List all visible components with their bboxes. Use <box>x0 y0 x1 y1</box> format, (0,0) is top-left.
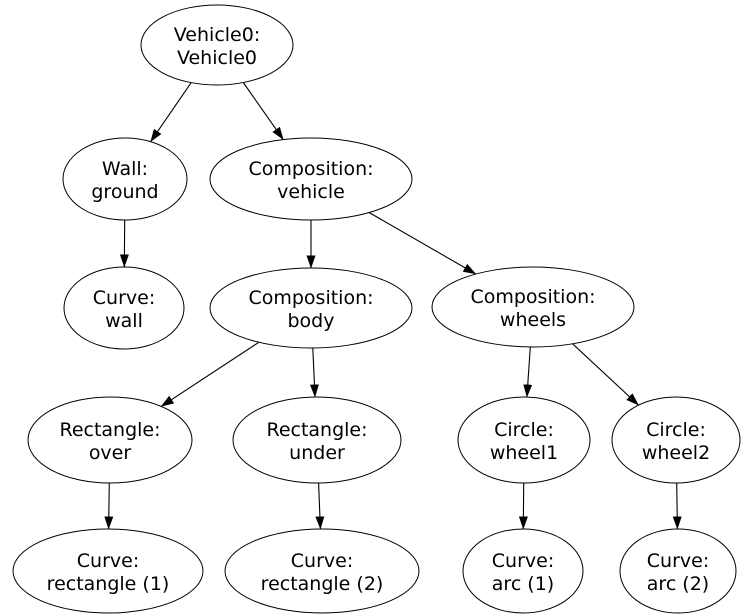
node-ellipse-wall_ground <box>62 137 188 221</box>
node-label-rect_under-line1: Rectangle: <box>266 419 367 441</box>
node-label-comp_body-line1: Composition: <box>248 287 373 309</box>
node-rect_over: Rectangle:over <box>27 396 193 484</box>
nodes-layer: Vehicle0:Vehicle0Wall:groundComposition:… <box>12 4 741 614</box>
node-label-curve_rect2-line1: Curve: <box>291 550 353 572</box>
node-label-curve_wall-line1: Curve: <box>93 287 155 309</box>
node-ellipse-rect_under <box>232 396 402 484</box>
edge-vehicle0-to-wall_ground <box>150 82 192 143</box>
node-ellipse-curve_rect1 <box>12 528 204 614</box>
node-ellipse-comp_wheels <box>431 266 635 348</box>
node-label-comp_body-line2: body <box>288 310 335 332</box>
node-ellipse-circle_wheel1 <box>457 396 591 484</box>
edge-rect_over-to-curve_rect1 <box>104 482 114 530</box>
node-label-circle_wheel1-line2: wheel1 <box>490 442 558 464</box>
node-vehicle0: Vehicle0:Vehicle0 <box>140 4 294 86</box>
node-ellipse-curve_arc2 <box>619 528 737 614</box>
node-label-comp_vehicle-line1: Composition: <box>248 158 373 180</box>
edge-rect_under-to-curve_rect2 <box>315 482 325 530</box>
node-curve_wall: Curve:wall <box>63 266 185 350</box>
edges-layer <box>104 82 682 530</box>
node-label-comp_vehicle-line2: vehicle <box>277 181 345 203</box>
edge-circle_wheel2-to-curve_arc2 <box>672 482 682 530</box>
node-comp_vehicle: Composition:vehicle <box>209 137 413 221</box>
edge-comp_wheels-to-circle_wheel1 <box>523 346 533 398</box>
node-wall_ground: Wall:ground <box>62 137 188 221</box>
node-label-comp_wheels-line2: wheels <box>500 309 566 331</box>
node-label-rect_under-line2: under <box>289 442 345 464</box>
node-ellipse-curve_wall <box>63 266 185 350</box>
node-label-circle_wheel1-line1: Circle: <box>494 419 554 441</box>
edge-comp_vehicle-to-comp_wheels <box>368 212 477 275</box>
node-ellipse-circle_wheel2 <box>611 396 741 484</box>
node-ellipse-curve_arc1 <box>462 528 584 614</box>
edge-comp_body-to-rect_under <box>309 347 319 398</box>
node-label-comp_wheels-line1: Composition: <box>470 286 595 308</box>
node-ellipse-rect_over <box>27 396 193 484</box>
node-rect_under: Rectangle:under <box>232 396 402 484</box>
node-ellipse-comp_body <box>209 267 413 349</box>
node-label-curve_rect2-line2: rectangle (2) <box>261 573 384 595</box>
node-label-curve_rect1-line1: Curve: <box>77 550 139 572</box>
edge-comp_body-to-rect_over <box>160 341 260 407</box>
node-ellipse-comp_vehicle <box>209 137 413 221</box>
node-comp_wheels: Composition:wheels <box>431 266 635 348</box>
node-label-circle_wheel2-line2: wheel2 <box>642 442 710 464</box>
node-ellipse-vehicle0 <box>140 4 294 86</box>
node-label-curve_wall-line2: wall <box>105 310 143 332</box>
node-label-rect_over-line2: over <box>89 442 132 464</box>
node-label-rect_over-line1: Rectangle: <box>59 419 160 441</box>
node-label-curve_rect1-line2: rectangle (1) <box>47 573 170 595</box>
node-label-vehicle0-line2: Vehicle0 <box>177 47 257 69</box>
node-label-circle_wheel2-line1: Circle: <box>646 419 706 441</box>
edge-vehicle0-to-comp_vehicle <box>242 82 284 141</box>
node-label-curve_arc2-line1: Curve: <box>647 550 709 572</box>
node-label-vehicle0-line1: Vehicle0: <box>174 24 260 46</box>
node-ellipse-curve_rect2 <box>224 528 420 614</box>
node-label-wall_ground-line1: Wall: <box>102 158 148 180</box>
node-label-curve_arc1-line2: arc (1) <box>492 573 554 595</box>
node-curve_rect1: Curve:rectangle (1) <box>12 528 204 614</box>
node-label-curve_arc1-line1: Curve: <box>492 550 554 572</box>
node-curve_arc2: Curve:arc (2) <box>619 528 737 614</box>
node-label-wall_ground-line2: ground <box>91 181 158 203</box>
node-label-curve_arc2-line2: arc (2) <box>647 573 709 595</box>
node-comp_body: Composition:body <box>209 267 413 349</box>
node-curve_rect2: Curve:rectangle (2) <box>224 528 420 614</box>
edge-comp_wheels-to-circle_wheel2 <box>572 343 639 406</box>
node-circle_wheel2: Circle:wheel2 <box>611 396 741 484</box>
node-curve_arc1: Curve:arc (1) <box>462 528 584 614</box>
node-circle_wheel1: Circle:wheel1 <box>457 396 591 484</box>
